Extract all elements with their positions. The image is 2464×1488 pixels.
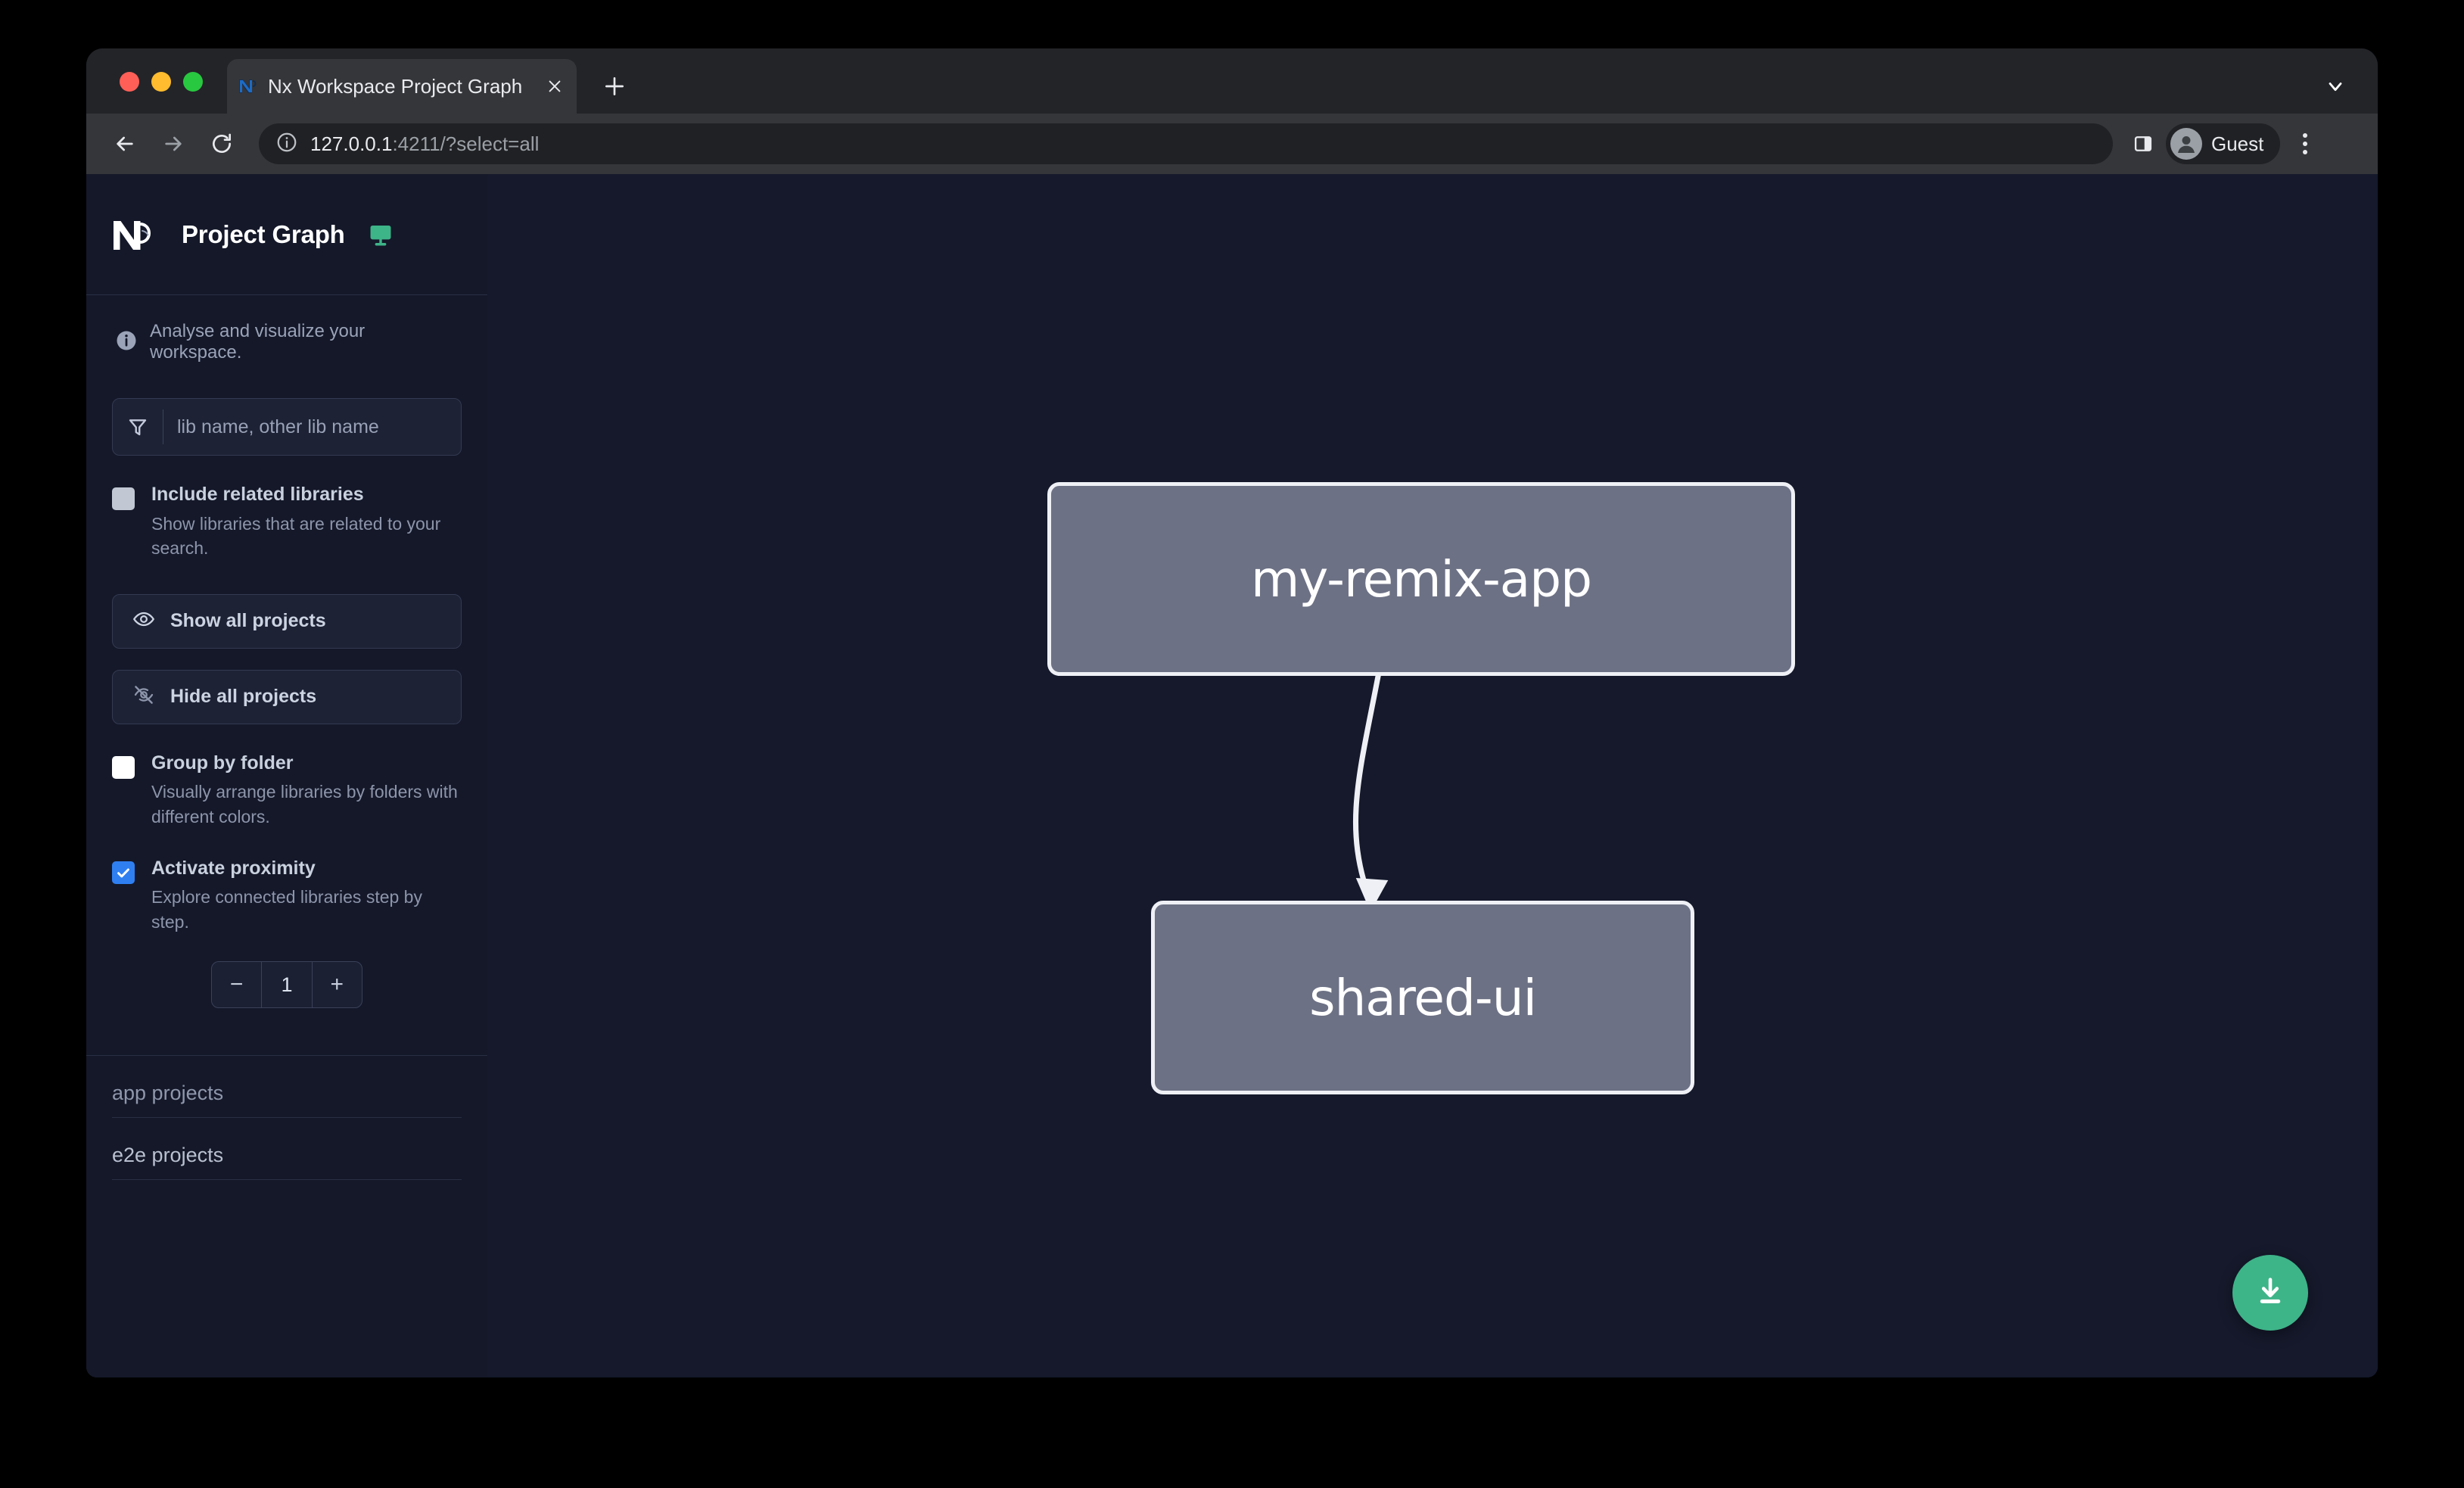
side-panel-icon[interactable] [2125, 126, 2161, 162]
option-title: Include related libraries [151, 484, 364, 505]
browser-tab-title: Nx Workspace Project Graph [268, 74, 523, 98]
browser-tab-strip: Nx Workspace Project Graph [86, 48, 2378, 114]
nx-logo-icon [112, 216, 159, 253]
sidebar-divider [86, 1055, 487, 1057]
checkbox-include-related-libraries[interactable] [112, 487, 135, 510]
address-bar-url: 127.0.0.1:4211/?select=all [310, 132, 539, 156]
monitor-icon[interactable] [368, 222, 394, 247]
arrow-left-icon[interactable] [104, 123, 145, 164]
search-input[interactable] [163, 416, 458, 438]
section-app-projects-label: app projects [112, 1082, 224, 1105]
option-include-related-libraries[interactable]: Include related libraries Show libraries… [86, 484, 487, 561]
option-activate-proximity[interactable]: Activate proximity Explore connected lib… [86, 858, 487, 935]
profile-name: Guest [2211, 132, 2264, 155]
option-description: Explore connected libraries step by step… [151, 887, 422, 932]
sidebar: Project Graph Analyse and visual [86, 174, 487, 1377]
option-description: Show libraries that are related to your … [151, 513, 441, 559]
proximity-stepper: − 1 + [211, 961, 362, 1009]
person-avatar-icon [2170, 128, 2202, 160]
section-e2e-projects[interactable]: e2e projects [112, 1118, 462, 1181]
reload-icon[interactable] [201, 123, 242, 164]
graph-node-label: shared-ui [1309, 968, 1537, 1027]
eye-slash-icon [132, 683, 155, 710]
show-all-projects-button[interactable]: Show all projects [112, 593, 462, 649]
graph-node-shared-ui[interactable]: shared-ui [1151, 901, 1694, 1094]
option-group-by-folder[interactable]: Group by folder Visually arrange librari… [86, 752, 487, 830]
graph-node-my-remix-app[interactable]: my-remix-app [1047, 482, 1795, 676]
eye-icon [132, 608, 155, 634]
hide-all-projects-button[interactable]: Hide all projects [112, 669, 462, 724]
window-zoom-button[interactable] [183, 72, 203, 92]
search-box[interactable] [112, 398, 462, 456]
download-image-button[interactable] [2232, 1255, 2308, 1331]
browser-toolbar: 127.0.0.1:4211/?select=all Guest [86, 114, 2378, 174]
show-all-projects-label: Show all projects [170, 610, 326, 632]
checkbox-activate-proximity[interactable] [112, 861, 135, 884]
address-bar-path: :4211/?select=all [392, 132, 540, 155]
browser-tab[interactable]: Nx Workspace Project Graph [227, 59, 577, 114]
info-icon [115, 329, 138, 356]
graph-edges [1353, 673, 1389, 912]
section-app-projects[interactable]: app projects [112, 1056, 462, 1119]
page-title: Project Graph [182, 219, 345, 248]
address-bar-host: 127.0.0.1 [310, 132, 393, 155]
project-graph-canvas[interactable]: my-remix-app shared-ui [487, 174, 2378, 1377]
three-dots-vertical-icon[interactable] [2288, 123, 2322, 164]
tagline: Analyse and visualize your workspace. [86, 295, 487, 363]
browser-window: Nx Workspace Project Graph [86, 48, 2378, 1377]
section-e2e-projects-label: e2e projects [112, 1144, 224, 1167]
sidebar-scroll-area: Include related libraries Show libraries… [86, 363, 487, 1377]
graph-node-label: my-remix-app [1250, 549, 1592, 609]
close-icon[interactable] [543, 75, 566, 98]
download-icon [2253, 1274, 2288, 1312]
proximity-value: 1 [261, 962, 313, 1008]
filter-funnel-icon [113, 399, 163, 455]
option-description: Visually arrange libraries by folders wi… [151, 782, 458, 826]
nx-favicon-icon [238, 76, 259, 96]
tagline-text: Analyse and visualize your workspace. [150, 321, 366, 363]
info-circle-icon[interactable] [275, 131, 298, 157]
sidebar-header: Project Graph [86, 174, 487, 295]
address-bar[interactable]: 127.0.0.1:4211/?select=all [259, 123, 2113, 164]
app-body: Project Graph Analyse and visual [86, 174, 2378, 1377]
checkbox-group-by-folder[interactable] [112, 755, 135, 779]
profile-button[interactable]: Guest [2166, 123, 2281, 164]
hide-all-projects-label: Hide all projects [170, 686, 317, 708]
arrow-right-icon[interactable] [153, 123, 194, 164]
window-minimize-button[interactable] [151, 72, 171, 92]
proximity-increment-button[interactable]: + [330, 972, 344, 998]
proximity-decrement-button[interactable]: − [229, 972, 244, 998]
chevron-down-icon[interactable] [2320, 71, 2350, 101]
option-title: Activate proximity [151, 857, 316, 879]
option-title: Group by folder [151, 752, 294, 774]
new-tab-button[interactable] [598, 70, 631, 103]
window-close-button[interactable] [120, 72, 139, 92]
